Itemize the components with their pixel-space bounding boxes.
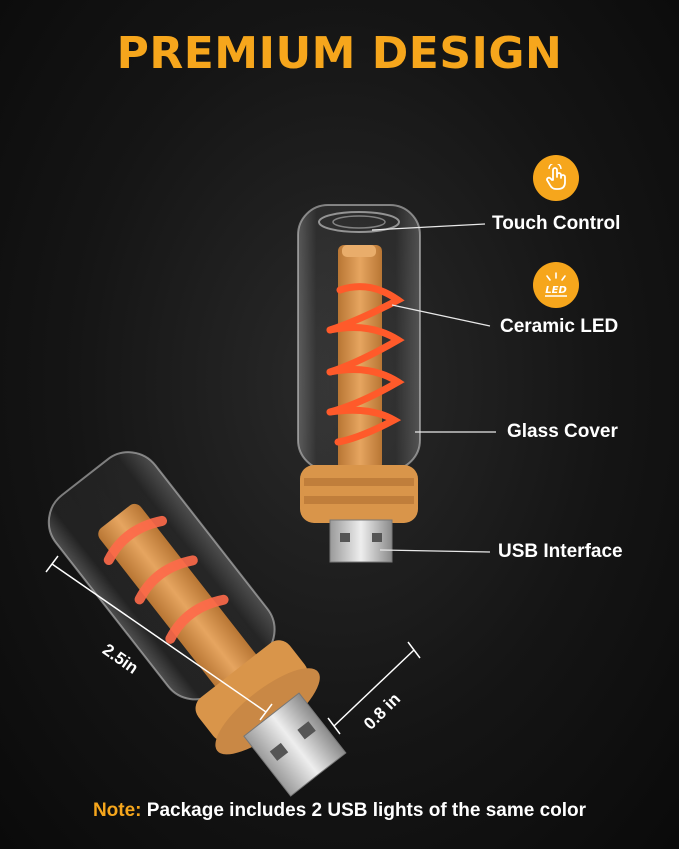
hand-touch-icon (546, 164, 566, 190)
label-ceramic-led: Ceramic LED (500, 316, 619, 337)
label-touch-control: Touch Control (492, 213, 621, 234)
led-icon-text: LED (545, 285, 567, 296)
dimension-lines (45, 555, 421, 735)
led-icon: LED (545, 272, 567, 297)
tilted-usb-light (47, 451, 347, 797)
package-note: Note: Package includes 2 USB lights of t… (0, 800, 679, 822)
label-glass-cover: Glass Cover (507, 421, 618, 442)
note-text: Package includes 2 USB lights of the sam… (141, 800, 587, 821)
note-prefix: Note: (92, 800, 142, 821)
page-title: PREMIUM DESIGN (116, 28, 563, 79)
touch-control-badge (533, 155, 579, 201)
ceramic-led-badge: LED (533, 262, 579, 308)
label-usb-interface: USB Interface (498, 541, 623, 562)
upright-usb-light (297, 204, 421, 563)
callout-lines (371, 223, 496, 553)
